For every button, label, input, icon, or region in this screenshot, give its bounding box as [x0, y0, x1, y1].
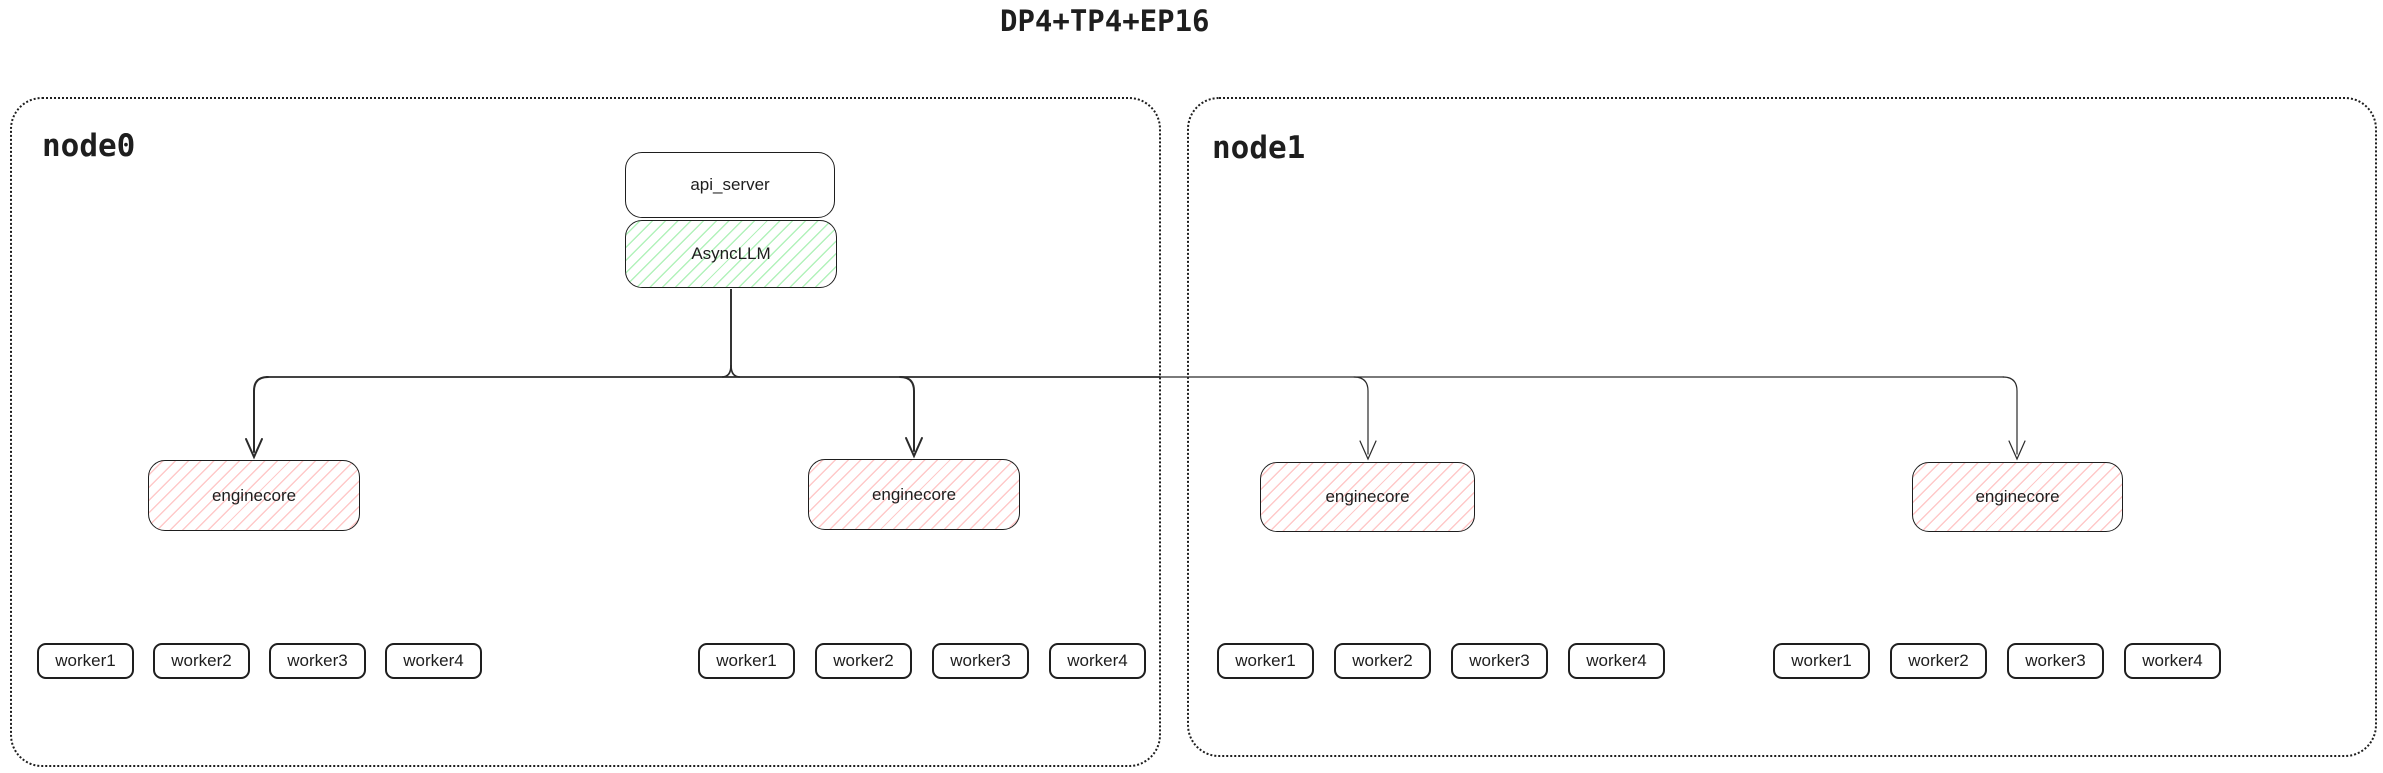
worker-box: worker4 [385, 643, 482, 679]
worker-box: worker4 [2124, 643, 2221, 679]
enginecore-box-3: enginecore [1260, 462, 1475, 532]
worker-box: worker1 [1773, 643, 1870, 679]
asyncllm-label: AsyncLLM [691, 244, 771, 263]
worker-box: worker3 [1451, 643, 1548, 679]
enginecore-label: enginecore [1975, 487, 2060, 506]
node1-container [1187, 97, 2377, 757]
enginecore-box-2: enginecore [808, 459, 1020, 530]
worker-box: worker1 [1217, 643, 1314, 679]
worker-box: worker4 [1568, 643, 1665, 679]
worker-box: worker3 [269, 643, 366, 679]
diagram-title: DP4+TP4+EP16 [1000, 4, 1210, 38]
worker-group-3: worker1 worker2 worker3 worker4 [1217, 643, 1665, 679]
worker-box: worker4 [1049, 643, 1146, 679]
enginecore-box-1: enginecore [148, 460, 360, 531]
node1-label: node1 [1212, 130, 1306, 166]
enginecore-label: enginecore [211, 485, 297, 505]
worker-box: worker2 [153, 643, 250, 679]
node0-container [10, 97, 1161, 767]
api-server-label: api_server [690, 175, 770, 194]
asyncllm-box: AsyncLLM [625, 220, 837, 288]
worker-group-1: worker1 worker2 worker3 worker4 [37, 643, 482, 679]
worker-box: worker2 [1334, 643, 1431, 679]
worker-group-4: worker1 worker2 worker3 worker4 [1773, 643, 2221, 679]
worker-box: worker3 [2007, 643, 2104, 679]
worker-box: worker1 [698, 643, 795, 679]
worker-group-2: worker1 worker2 worker3 worker4 [698, 643, 1146, 679]
api-server-box: api_server [625, 152, 835, 218]
worker-box: worker3 [932, 643, 1029, 679]
enginecore-box-4: enginecore [1912, 462, 2123, 532]
enginecore-label: enginecore [871, 484, 957, 504]
enginecore-label: enginecore [1325, 487, 1410, 506]
worker-box: worker2 [815, 643, 912, 679]
node0-label: node0 [42, 128, 136, 164]
worker-box: worker1 [37, 643, 134, 679]
worker-box: worker2 [1890, 643, 1987, 679]
